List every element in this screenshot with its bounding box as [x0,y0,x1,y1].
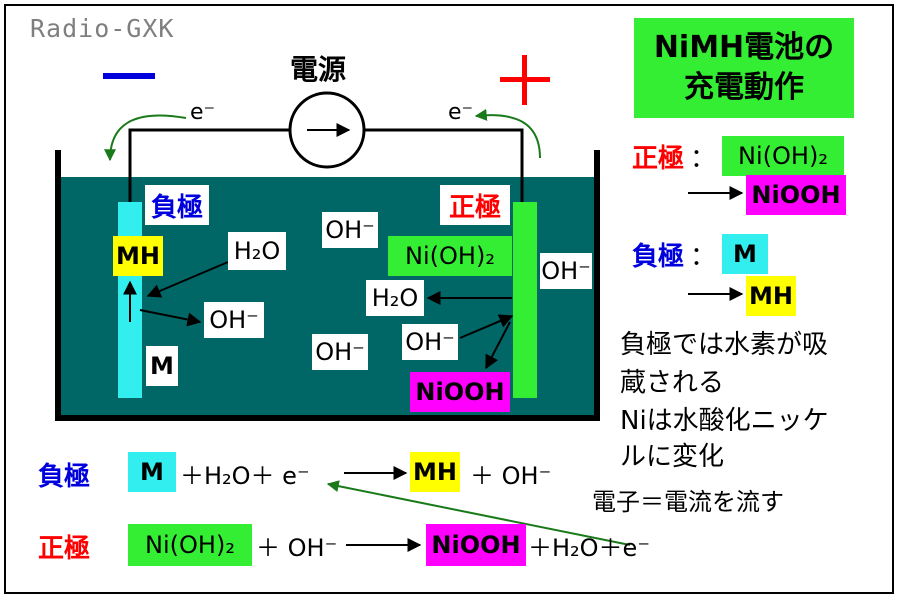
legend-negative-label: 負極 [632,242,685,272]
note-line5: 電子＝電流を流す [592,488,784,516]
electron-flow-left-arrow [104,114,187,162]
power-label: 電源 [290,53,347,86]
arrow-to-oh [139,309,202,327]
legend-positive-label: 正極 [632,144,685,174]
title-line1: NiMH電池の [653,30,835,65]
legend-niooh-box: NiOOH [746,175,846,215]
equation-m-box: M [128,452,176,492]
title-line2: 充電動作 [684,70,804,105]
equation-negative-label: 負極 [38,462,91,492]
h2o-left: H₂O [228,232,286,270]
note-line3: Niは水酸化ニッケ [620,406,829,436]
legend-mh-box: MH [746,276,796,316]
cell-negative-label: 負極 [145,185,209,225]
wire [128,128,524,202]
note-line1: 負極では水素が吸 [620,330,829,360]
legend-m-box: M [722,234,768,274]
equation-neg-rest: ＋ OH⁻ [470,462,552,490]
equation-neg-plus: ＋H₂O＋ e⁻ [180,462,310,490]
cell-positive-label: 正極 [440,185,510,225]
equation-nioh2-box: Ni(OH)₂ [128,524,252,566]
oh-left: OH⁻ [204,302,264,338]
arrow-h2o-to-mh [146,261,229,298]
positive-electrode [513,202,537,398]
oh-center-bottom: OH⁻ [312,334,368,370]
watermark: Radio-GXK [30,14,175,43]
equation-mh-box: MH [410,452,460,492]
equation-pos-rest: ＋H₂O＋e⁻ [528,534,650,562]
plus-sign-vertical [522,55,527,105]
legend-colon-2: ： [690,242,717,272]
arrow-to-niooh [485,321,511,370]
note-line2: 蔵される [620,368,725,398]
title-box: NiMH電池の 充電動作 [634,18,854,118]
electron-label-left: e⁻ [190,100,216,125]
oh-right: OH⁻ [540,253,592,289]
container [55,150,600,421]
electron-label-right: e⁻ [448,100,474,125]
note-line4: ルに変化 [620,442,725,472]
arrow-oh-to-electrode [459,314,514,339]
mh-box: MH [113,236,163,276]
equation-positive-label: 正極 [38,534,91,564]
h2o-right: H₂O [366,280,424,316]
legend-colon-1: ： [690,144,717,174]
electron-return-arrow [326,480,631,546]
oh-center-top: OH⁻ [322,212,378,248]
nioh2-box: Ni(OH)₂ [388,236,512,276]
equation-niooh-box: NiOOH [426,524,526,566]
electron-flow-right-arrow [474,108,541,159]
minus-sign-icon [103,73,155,79]
oh-near-positive: OH⁻ [402,324,458,360]
m-box: M [146,346,178,386]
legend-nioh2-box: Ni(OH)₂ [722,136,844,176]
niooh-box: NiOOH [410,372,510,412]
equation-pos-plus: ＋ OH⁻ [256,534,338,562]
